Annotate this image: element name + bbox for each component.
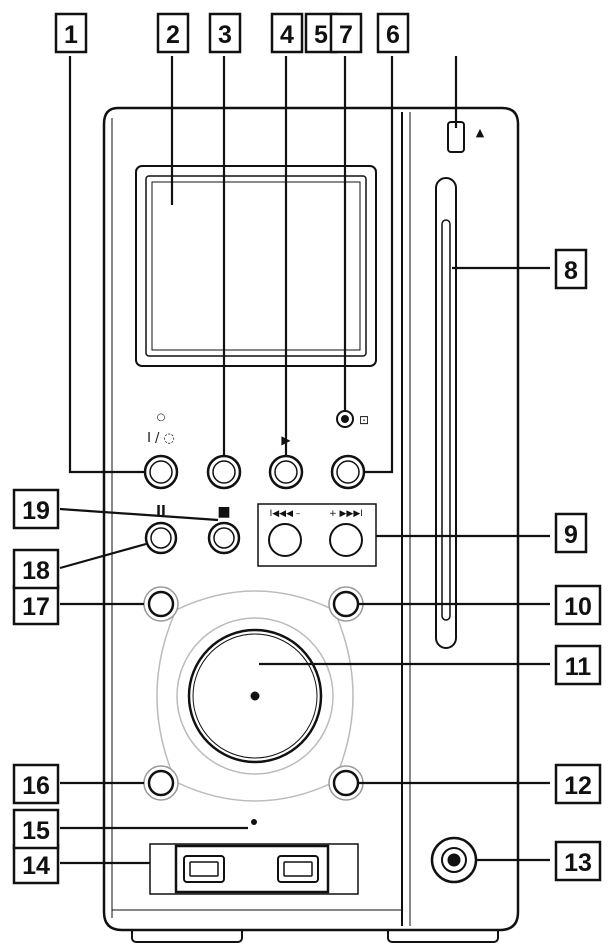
callout-12: 12 [554, 763, 602, 805]
callout-13: 13 [554, 840, 602, 882]
remote-sensor: ⊡ [336, 410, 369, 428]
next-icon: + ▶▶▶I [329, 509, 363, 519]
callout-label: 11 [565, 653, 592, 681]
callout-8: 8 [554, 248, 588, 290]
usb-port-right[interactable] [277, 855, 319, 883]
callout-label: 3 [218, 21, 232, 49]
callout-box [156, 12, 190, 54]
callout-7: 7 [329, 12, 363, 54]
callout-label: 17 [22, 593, 50, 621]
callout-box [12, 584, 60, 626]
mode-icon: ⊡ [359, 413, 369, 427]
function-button[interactable] [206, 454, 242, 490]
callout-box [554, 584, 602, 626]
callout-label: 13 [564, 849, 592, 877]
callout-label: 16 [22, 772, 50, 800]
standby-indicator: ○ [157, 412, 166, 423]
callout-11: 11 [554, 644, 602, 686]
callout-box [12, 808, 60, 850]
callout-box [12, 488, 60, 530]
callout-16: 16 [12, 763, 60, 805]
callout-label: 2 [166, 21, 180, 49]
display-button[interactable] [330, 454, 366, 490]
callout-box [208, 12, 242, 54]
callout-18: 18 [12, 548, 60, 590]
callout-label: 5 [314, 21, 328, 49]
callout-17: 17 [12, 584, 60, 626]
callout-label: 7 [339, 21, 353, 49]
callout-box [376, 12, 410, 54]
pause-icon: II [156, 504, 166, 519]
callout-box [554, 840, 602, 882]
stop-icon: ■ [217, 504, 230, 520]
button-top-right[interactable] [328, 586, 364, 622]
button-bottom-right[interactable] [328, 765, 364, 801]
callout-3: 3 [208, 12, 242, 54]
usb-port-left[interactable] [183, 855, 225, 883]
callout-box [12, 763, 60, 805]
disc-slot [435, 177, 457, 649]
callout-10: 10 [554, 584, 602, 626]
power-icon: I / ◌ [147, 431, 175, 446]
callout-label: 6 [386, 21, 400, 49]
prev-button[interactable] [268, 523, 302, 557]
jog-surround [156, 590, 354, 802]
callout-box [54, 12, 88, 54]
usb-panel [149, 843, 359, 895]
callout-box [329, 12, 363, 54]
callout-label: 19 [22, 497, 50, 525]
callout-14: 14 [12, 843, 60, 885]
callout-label: 14 [22, 852, 50, 880]
button-bottom-left[interactable] [143, 765, 179, 801]
callout-4: 4 [270, 12, 304, 54]
callout-9: 9 [554, 512, 588, 554]
callout-1: 1 [54, 12, 88, 54]
callout-box [554, 512, 588, 554]
callout-label: 15 [22, 817, 50, 845]
stop-button[interactable] [207, 521, 241, 555]
power-button[interactable] [143, 454, 179, 490]
leader-lines [59, 56, 550, 865]
callout-2: 2 [156, 12, 190, 54]
volume-dial[interactable] [187, 628, 323, 764]
callout-label: 1 [64, 21, 78, 49]
display [135, 165, 377, 367]
callout-box [270, 12, 304, 54]
play-button[interactable] [268, 454, 304, 490]
callout-label: 4 [280, 21, 294, 49]
callout-box [554, 644, 602, 686]
mic-hole [251, 819, 257, 825]
prev-icon: I◀◀◀ – [270, 509, 301, 519]
callout-box [12, 548, 60, 590]
headphone-jack [430, 836, 478, 884]
callout-box [554, 248, 588, 290]
callout-15: 15 [12, 808, 60, 850]
callout-label: 12 [564, 772, 592, 800]
callout-box [554, 763, 602, 805]
callout-19: 19 [12, 488, 60, 530]
callout-6: 6 [376, 12, 410, 54]
callout-label: 18 [22, 557, 50, 585]
callout-label: 8 [564, 257, 578, 285]
callout-label: 9 [564, 521, 578, 549]
next-button[interactable] [329, 523, 363, 557]
pause-button[interactable] [144, 521, 178, 555]
eject-icon: ▲ [476, 126, 485, 139]
callout-label: 10 [564, 593, 592, 621]
button-top-left[interactable] [143, 586, 179, 622]
